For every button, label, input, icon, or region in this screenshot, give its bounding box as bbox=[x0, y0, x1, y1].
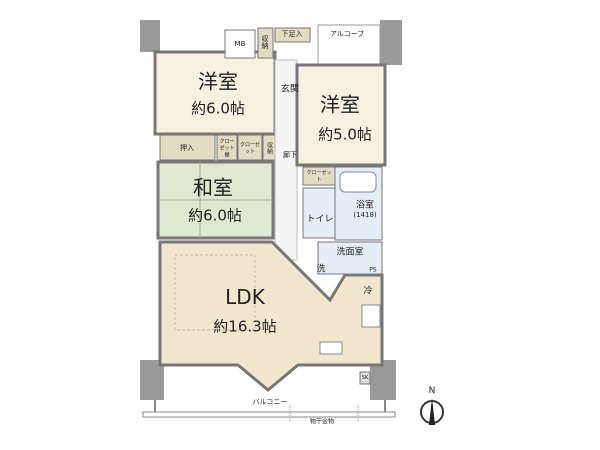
kitchen-sink bbox=[319, 341, 343, 355]
fridge-label: 冷 bbox=[363, 286, 373, 297]
shoe-storage-label: 下足入 bbox=[281, 30, 303, 38]
compass-needle-icon bbox=[429, 398, 435, 425]
western2-size: 約5.0帖 bbox=[318, 125, 372, 144]
oshiire bbox=[159, 134, 216, 161]
sk-label: SK bbox=[361, 375, 369, 381]
shoe-storage bbox=[274, 27, 311, 43]
closet2-label: クローゼット bbox=[306, 170, 332, 183]
alcove bbox=[317, 24, 381, 66]
washroom bbox=[317, 241, 383, 275]
washer-label: 洗 bbox=[316, 264, 326, 275]
oshiire-label: 押入 bbox=[180, 144, 194, 152]
toilet-room bbox=[302, 187, 336, 239]
corridor-label: 廊下 bbox=[283, 151, 297, 159]
mb-label: MB bbox=[234, 40, 246, 48]
western1-name: 洋室 bbox=[198, 69, 238, 94]
ps-label: PS bbox=[369, 266, 377, 274]
closet-shelf-label: クローゼット棚 bbox=[219, 138, 235, 159]
alcove-label: アルコーブ bbox=[329, 30, 365, 38]
bath-size: (1418) bbox=[353, 211, 377, 219]
column-bottom-right bbox=[370, 360, 396, 400]
closet-shelf bbox=[216, 134, 238, 161]
entrance-label: 玄関 bbox=[280, 84, 300, 95]
balcony-rail bbox=[142, 411, 396, 418]
japanese-size: 約6.0帖 bbox=[188, 206, 242, 225]
ldk-size: 約16.3帖 bbox=[213, 317, 277, 336]
ldk-ceiling-line bbox=[174, 254, 256, 331]
bath-name: 浴室 bbox=[355, 200, 375, 211]
western2-name: 洋室 bbox=[320, 92, 360, 117]
ldk-name: LDK bbox=[225, 285, 265, 309]
drying-rack-label: 物干金物 bbox=[309, 418, 335, 426]
column-top-left bbox=[140, 20, 160, 52]
stove bbox=[361, 304, 381, 328]
closet1-label: クローゼット bbox=[239, 142, 260, 155]
entrance-storage-label: 収納 bbox=[261, 35, 269, 49]
japanese-name: 和室 bbox=[193, 175, 233, 200]
column-bottom-left bbox=[140, 360, 164, 400]
entrance-storage bbox=[257, 27, 274, 59]
sk-box bbox=[359, 371, 371, 385]
balcony-label: バルコニー bbox=[252, 398, 288, 406]
compass-north-label: N bbox=[428, 386, 436, 396]
column-top-right bbox=[380, 20, 402, 65]
washroom-label: 洗面室 bbox=[336, 247, 364, 258]
bathtub bbox=[339, 171, 377, 193]
toilet-label: トイレ bbox=[306, 214, 334, 225]
western1-size: 約6.0帖 bbox=[191, 99, 245, 118]
mb-box bbox=[224, 29, 256, 59]
hall-storage-label: 収納 bbox=[265, 142, 273, 154]
western-room-2 bbox=[295, 63, 387, 167]
closet-1 bbox=[237, 134, 263, 161]
western-room-1 bbox=[153, 50, 277, 136]
